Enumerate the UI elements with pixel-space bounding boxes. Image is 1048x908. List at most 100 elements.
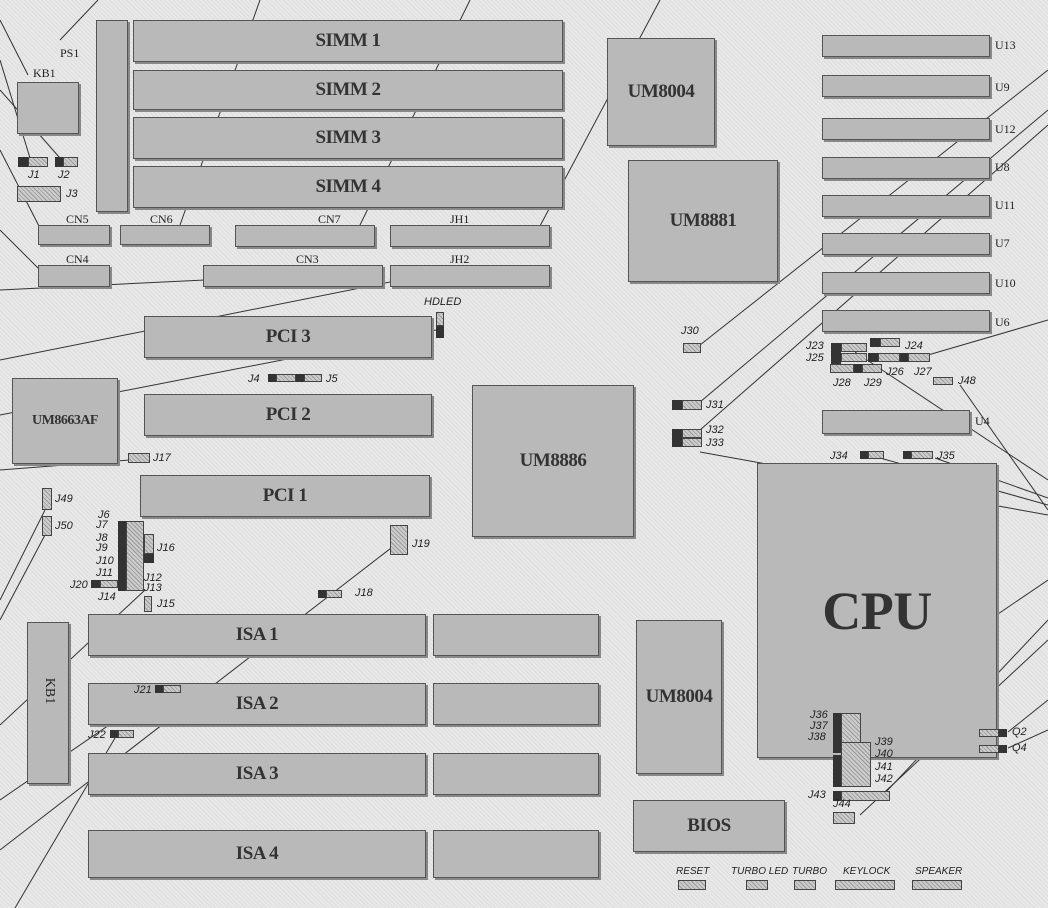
pci1-slot: PCI 1 [140, 475, 430, 517]
j1-label: J1 [28, 169, 40, 181]
j11-label: J11 [96, 567, 113, 579]
j39-j42-pins [833, 755, 841, 787]
j23-pin [831, 343, 841, 365]
j4-pin [268, 374, 276, 382]
j8-label: J8 [96, 532, 108, 544]
q4-label: Q4 [1012, 742, 1027, 754]
j18-label: J18 [355, 587, 373, 599]
isa2-slot-ext [433, 683, 599, 725]
isa3-slot-ext [433, 753, 599, 795]
j31-label: J31 [706, 399, 724, 411]
bios-chip: BIOS [633, 800, 785, 852]
jh1-label: JH1 [450, 212, 470, 226]
q4-pin [999, 745, 1007, 753]
j26-label: J26 [886, 366, 904, 378]
simm3-slot: SIMM 3 [133, 117, 563, 159]
j32-pin [672, 429, 682, 447]
q2-label: Q2 [1012, 726, 1027, 738]
j27-pin [900, 353, 908, 362]
j18-pin [318, 590, 326, 598]
j21-jumper [163, 685, 181, 693]
speaker-label: SPEAKER [915, 866, 963, 877]
ps1-label: PS1 [60, 46, 80, 60]
j50-jumper [42, 516, 52, 536]
j39-label: J39 [875, 736, 893, 748]
j3-jumper [17, 186, 61, 202]
um8663af-chip: UM8663AF [12, 378, 118, 464]
j1-jumper [28, 157, 48, 167]
u4-ic [822, 410, 970, 434]
j1-pin [18, 157, 28, 167]
j19-label: J19 [412, 538, 430, 550]
reset-label: RESET [676, 866, 710, 877]
j4-jumper [276, 374, 296, 382]
j49-jumper [42, 488, 52, 510]
j23-label: J23 [806, 340, 824, 352]
j27-label: J27 [914, 366, 932, 378]
isa4-slot: ISA 4 [88, 830, 426, 878]
j24-label: J24 [905, 340, 923, 352]
j6-j14-pin-bar [118, 521, 126, 591]
j5-pin [296, 374, 304, 382]
j21-label: J21 [134, 684, 152, 696]
cn7-connector [235, 225, 375, 247]
j39-j42-jumpers [841, 742, 871, 787]
kb1-top-connector [17, 82, 79, 134]
q4-jumper [979, 745, 999, 753]
j34-label: J34 [830, 450, 848, 462]
u13-label: U13 [995, 38, 1016, 52]
u13-ic [822, 35, 990, 57]
j14-label: J14 [98, 591, 116, 603]
j30-label: J30 [681, 325, 699, 337]
keylock-header [835, 880, 895, 890]
j2-jumper [63, 157, 78, 167]
j29-label: J29 [864, 377, 882, 389]
hdled-jumper [436, 312, 444, 326]
j12-label: J12 [144, 572, 162, 584]
j41-label: J41 [875, 761, 893, 773]
j20-label: J20 [70, 579, 88, 591]
isa1-slot: ISA 1 [88, 614, 426, 656]
kb1-bottom-connector: KB1 [27, 622, 69, 784]
j42-label: J42 [875, 773, 893, 785]
j18-jumper [326, 590, 342, 598]
j30-jumper [683, 343, 701, 353]
cn3-label: CN3 [296, 252, 319, 266]
um8881-chip: UM8881 [628, 160, 778, 282]
jh1-connector [390, 225, 550, 247]
j35-jumper [911, 451, 933, 459]
j20-pin [91, 580, 100, 588]
u11-ic [822, 195, 990, 217]
cn7-label: CN7 [318, 212, 341, 226]
j3-label: J3 [66, 188, 78, 200]
j25-label: J25 [806, 352, 824, 364]
simm4-slot: SIMM 4 [133, 166, 563, 208]
simm2-slot: SIMM 2 [133, 70, 563, 110]
cpu-socket: CPU [757, 463, 997, 758]
j34-pin [860, 451, 868, 459]
q2-jumper [979, 729, 999, 737]
j27-jumper [908, 353, 930, 362]
j17-label: J17 [153, 452, 171, 464]
hdled-pin [436, 326, 444, 338]
u6-ic [822, 310, 990, 332]
j43-label: J43 [808, 789, 826, 801]
j43-jumper [841, 791, 890, 801]
j36-j38-pins [833, 713, 841, 753]
j22-pin [110, 730, 118, 738]
kb1-top-label: KB1 [33, 66, 56, 80]
cn4-connector [38, 265, 110, 287]
u10-label: U10 [995, 276, 1016, 290]
j9-label: J9 [96, 542, 108, 554]
turbo-label: TURBO [792, 866, 827, 877]
j25-jumper [841, 353, 867, 362]
jh2-connector [390, 265, 550, 287]
u8-ic [822, 157, 990, 179]
j28-label: J28 [833, 377, 851, 389]
j44-label: J44 [833, 798, 851, 810]
j10-label: J10 [96, 555, 114, 567]
j15-label: J15 [157, 598, 175, 610]
j31-jumper [682, 400, 702, 410]
turbo-led-label: TURBO LED [731, 866, 789, 877]
